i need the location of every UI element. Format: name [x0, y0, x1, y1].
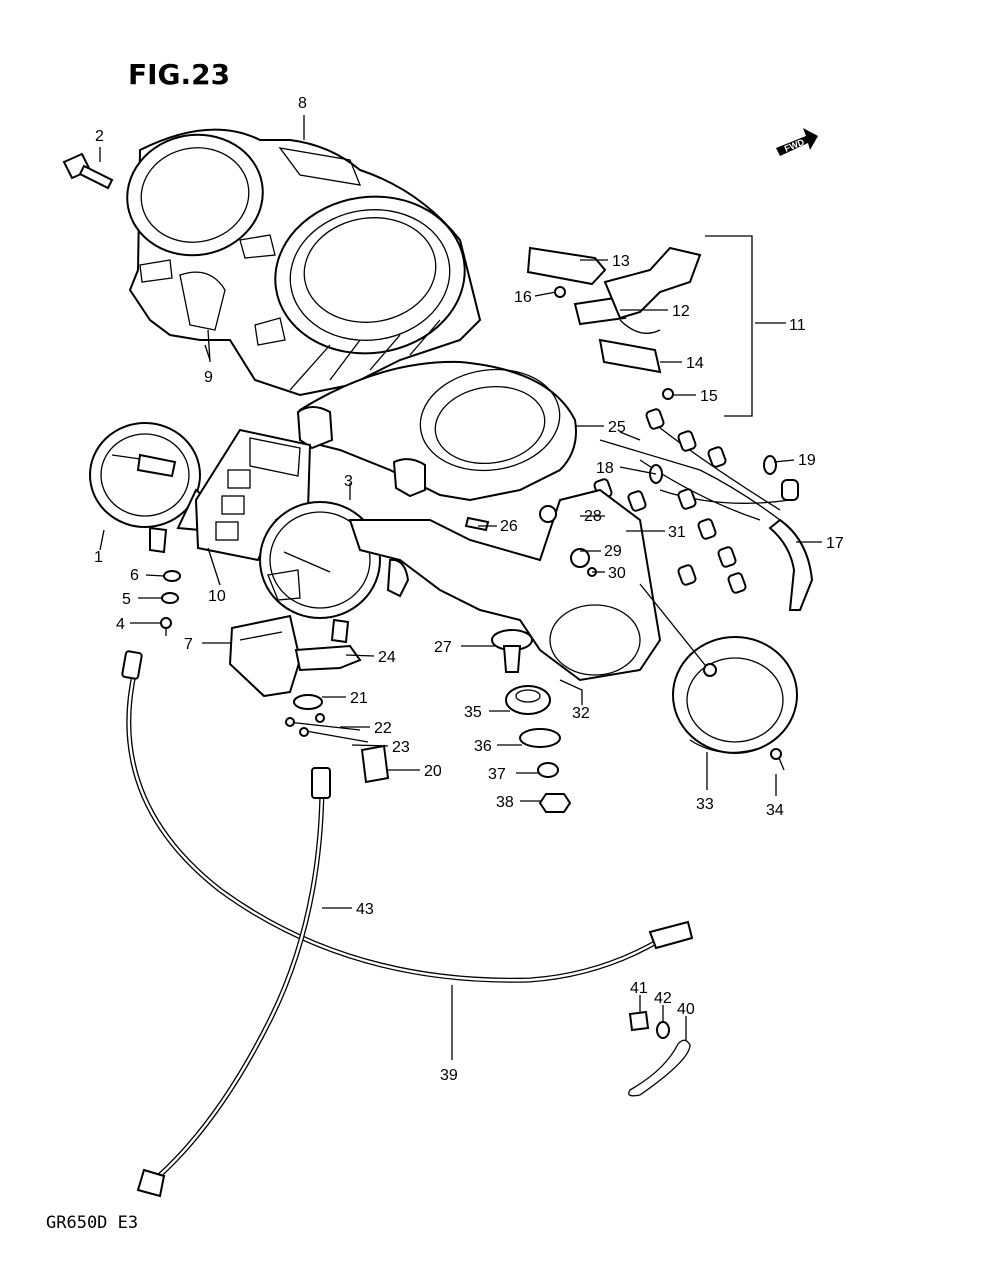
callout-16: 16	[514, 289, 532, 306]
callout-10: 10	[208, 588, 226, 605]
callout-31: 31	[668, 524, 686, 541]
callout-23: 23	[392, 739, 410, 756]
callout-25: 25	[608, 419, 626, 436]
callout-21: 21	[350, 690, 368, 707]
callout-26: 26	[500, 518, 518, 535]
callout-27: 27	[434, 639, 452, 656]
callout-17: 17	[826, 535, 844, 552]
callout-19: 19	[798, 452, 816, 469]
callout-11: 11	[789, 317, 806, 334]
callout-32: 32	[572, 705, 590, 722]
callout-labels: 2 8 9 13 16 12 11 14 15 25 18 19 17 31 2…	[94, 95, 844, 1084]
callout-13: 13	[612, 253, 630, 270]
callout-37: 37	[488, 766, 506, 783]
callout-36: 36	[474, 738, 492, 755]
callout-12: 12	[672, 303, 690, 320]
callout-38: 38	[496, 794, 514, 811]
callout-1: 1	[94, 549, 103, 566]
callout-39: 39	[440, 1067, 458, 1084]
meter-case-lower	[296, 360, 577, 502]
callout-8: 8	[298, 95, 307, 112]
mounting-hardware	[505, 685, 572, 813]
meter-wiring-harness	[593, 408, 814, 611]
callout-14: 14	[686, 355, 704, 372]
callout-30: 30	[608, 565, 626, 582]
callout-7: 7	[184, 636, 193, 653]
tachometer-dial	[89, 422, 210, 554]
callout-42: 42	[654, 990, 672, 1007]
callout-4: 4	[116, 616, 125, 633]
tachometer-cable	[136, 767, 331, 1198]
callout-43: 43	[356, 901, 374, 918]
callout-24: 24	[378, 649, 396, 666]
fuel-gauge	[228, 614, 362, 698]
callout-5: 5	[122, 591, 131, 608]
callout-41: 41	[630, 980, 648, 997]
switch-assembly	[526, 246, 702, 400]
group-bracket-11	[705, 235, 753, 417]
callout-35: 35	[464, 704, 482, 721]
callout-20: 20	[424, 763, 442, 780]
trip-knob	[62, 152, 114, 190]
callout-40: 40	[677, 1001, 695, 1018]
callout-6: 6	[130, 567, 139, 584]
callout-29: 29	[604, 543, 622, 560]
callout-3: 3	[344, 473, 353, 490]
model-code: GR650D E3	[46, 1213, 138, 1233]
callout-28: 28	[584, 508, 602, 525]
fwd-label: FWD	[783, 137, 806, 154]
callout-33: 33	[696, 796, 714, 813]
speedometer-dial	[259, 501, 410, 644]
meter-case-upper	[126, 128, 482, 397]
callout-9: 9	[204, 369, 213, 386]
callout-2: 2	[95, 128, 104, 145]
callout-15: 15	[700, 388, 718, 405]
callout-34: 34	[766, 802, 784, 819]
callout-22: 22	[374, 720, 392, 737]
callout-18: 18	[596, 460, 614, 477]
figure-title: FIG.23	[128, 58, 230, 91]
speedometer-cable	[121, 650, 694, 983]
leader-lines	[99, 115, 822, 1060]
fwd-arrow-icon: FWD	[776, 128, 818, 156]
screw-washer-set	[160, 570, 181, 636]
cable-clamp-set	[628, 1010, 691, 1097]
fuel-gauge-wiring	[285, 694, 390, 784]
meter-bottom-cover	[639, 583, 798, 771]
